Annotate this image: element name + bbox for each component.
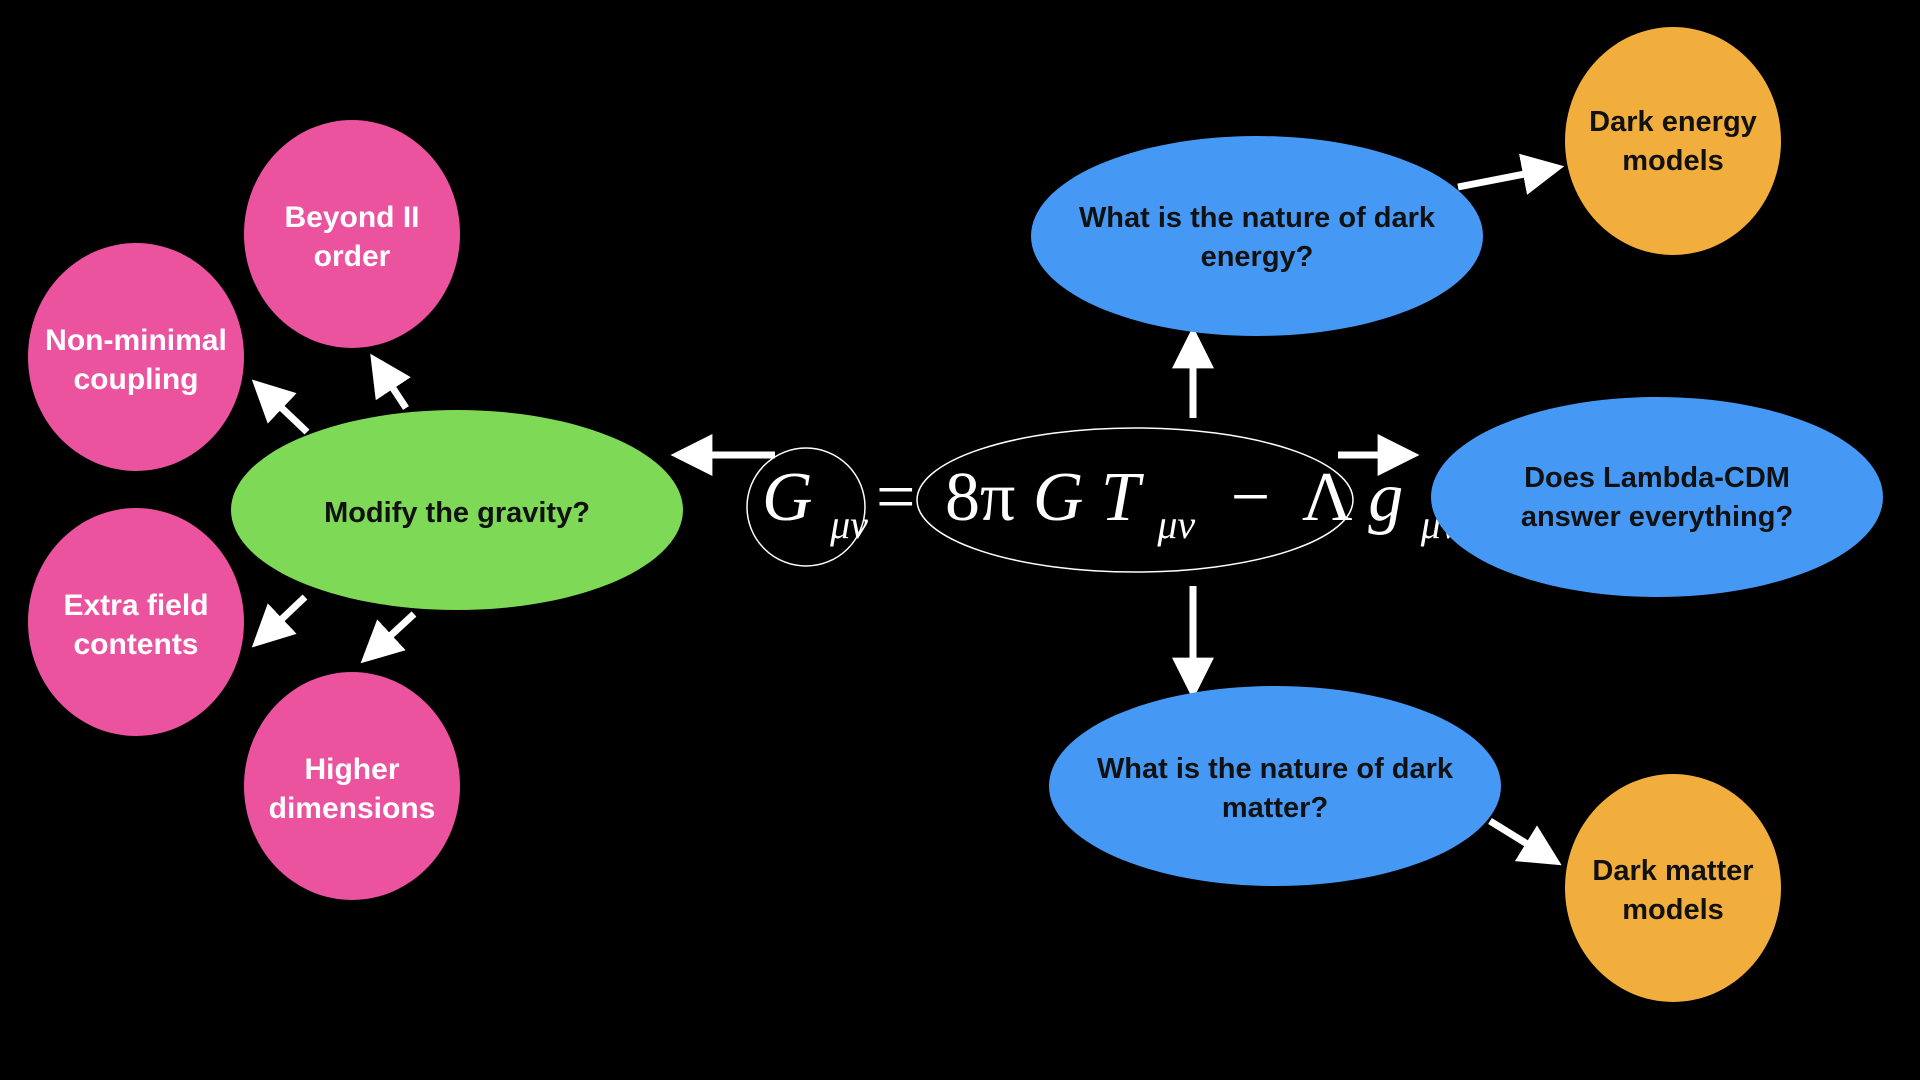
node-non-minimal-coupling: Non-minimal coupling xyxy=(28,243,244,471)
node-beyond-line1: Beyond II xyxy=(284,201,419,234)
arrow-to-dark-energy-models xyxy=(1457,153,1565,195)
node-modify-gravity: Modify the gravity? xyxy=(231,410,683,610)
node-lcdm-question-line2: answer everything? xyxy=(1521,501,1793,533)
node-lambda-cdm-question: Does Lambda-CDM answer everything? xyxy=(1431,397,1883,597)
node-beyond-second-order: Beyond II order xyxy=(244,120,460,348)
arrow-to-higher-dimensions xyxy=(360,611,417,664)
node-de-models-line1: Dark energy xyxy=(1589,106,1757,138)
node-de-question-line1: What is the nature of dark xyxy=(1079,202,1436,234)
node-higher-dimensions: Higher dimensions xyxy=(244,672,460,900)
equation-lhs-ellipse xyxy=(746,447,866,567)
arrows xyxy=(251,153,1565,866)
node-dark-energy-models: Dark energy models xyxy=(1565,27,1781,255)
node-extra-field-contents: Extra field contents xyxy=(28,508,244,736)
equation-equals: = xyxy=(876,459,915,536)
node-modify-gravity-label: Modify the gravity? xyxy=(324,497,590,529)
node-nonminimal-line1: Non-minimal xyxy=(45,324,227,357)
node-dark-energy-question: What is the nature of dark energy? xyxy=(1031,136,1483,336)
node-dm-question-line2: matter? xyxy=(1222,792,1328,824)
equation-rhs: 8π G T μν − Λ g μν xyxy=(945,459,1459,554)
arrow-to-dark-matter-models xyxy=(1488,818,1562,866)
arrow-to-extra-field xyxy=(251,594,308,648)
node-dark-matter-models: Dark matter models xyxy=(1565,774,1781,1002)
node-de-question-line2: energy? xyxy=(1201,241,1314,273)
node-dm-models-line2: models xyxy=(1622,894,1724,926)
node-beyond-line2: order xyxy=(314,240,391,273)
arrow-to-beyond-order xyxy=(370,353,411,410)
node-de-models-line2: models xyxy=(1622,145,1724,177)
node-higher-line2: dimensions xyxy=(269,792,436,825)
node-dark-matter-question: What is the nature of dark matter? xyxy=(1049,686,1501,886)
node-lcdm-question-line1: Does Lambda-CDM xyxy=(1524,462,1790,494)
arrow-to-non-minimal-coupling xyxy=(251,379,310,435)
node-extra-line1: Extra field xyxy=(63,589,208,622)
node-extra-line2: contents xyxy=(73,628,198,661)
node-higher-line1: Higher xyxy=(304,753,399,786)
einstein-field-equation: G μν = 8π G T μν − Λ g μν xyxy=(746,427,1459,573)
node-dm-question-line1: What is the nature of dark xyxy=(1097,753,1454,785)
equation-lhs: G μν xyxy=(762,459,868,547)
equation-rhs-ellipse xyxy=(916,427,1354,573)
node-nonminimal-line2: coupling xyxy=(74,363,199,396)
node-dm-models-line1: Dark matter xyxy=(1592,855,1753,887)
